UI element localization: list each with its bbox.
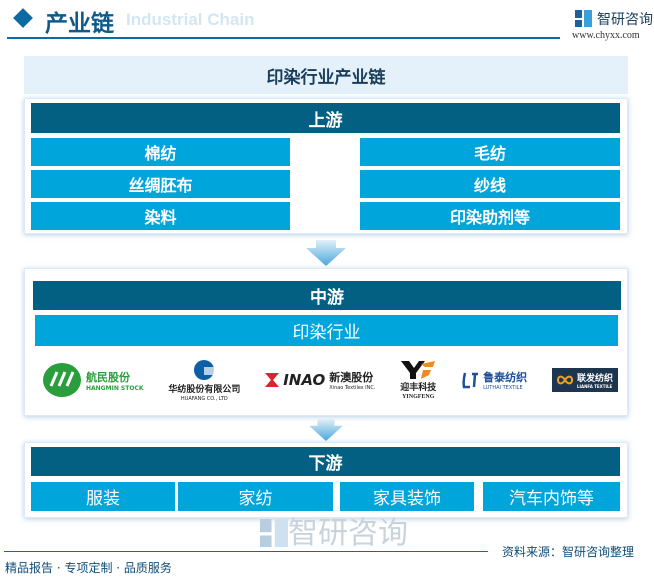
- header-subtitle: Industrial Chain: [126, 10, 255, 29]
- xinao-logo-icon: [265, 373, 280, 387]
- brand-url[interactable]: www.chyxx.com: [572, 30, 640, 41]
- down-arrow-icon: [306, 240, 346, 266]
- company-en: YINGFENG: [402, 393, 435, 400]
- company-en: Xinao Textiles INC.: [329, 385, 376, 391]
- watermark-text: 智研咨询: [288, 516, 408, 551]
- footer-divider: [4, 551, 488, 552]
- company-name: 鲁泰纺织: [483, 371, 528, 384]
- company-logo-yingfeng: 迎丰科技 YINGFENG: [400, 360, 437, 400]
- lianfa-logo-icon: [556, 375, 573, 385]
- downstream-item: 汽车内饰等: [483, 482, 620, 511]
- downstream-item: 家具装饰: [340, 482, 474, 511]
- company-logo-huafang: 华纺股份有限公司 HUAFANG CO., LTD: [168, 359, 240, 402]
- company-en: HANGMIN STOCK: [86, 384, 144, 392]
- midstream-industry: 印染行业: [35, 315, 618, 346]
- luthai-logo-icon: [462, 372, 479, 389]
- upstream-item: 棉纺: [31, 138, 290, 166]
- down-arrow-icon: [309, 419, 343, 441]
- company-name: 联发纺织: [576, 374, 613, 384]
- upstream-item: 毛纺: [360, 138, 620, 166]
- huafang-logo-icon: [194, 359, 216, 380]
- footer-slogan: 精品报告 · 专项定制 · 品质服务: [5, 561, 172, 575]
- page-title: 产业链: [45, 10, 114, 37]
- midstream-header: 中游: [33, 281, 621, 310]
- downstream-header: 下游: [31, 447, 620, 476]
- yingfeng-logo-icon: [401, 360, 436, 379]
- diagram-title: 印染行业产业链: [24, 56, 628, 94]
- company-en: LIANFA TEXTILE: [576, 384, 613, 389]
- downstream-item: 服装: [31, 482, 175, 511]
- brand-name: 智研咨询: [597, 12, 653, 28]
- watermark-logo-icon: [260, 519, 288, 547]
- source-note: 资料来源：智研咨询整理: [502, 545, 635, 559]
- upstream-item: 丝绸胚布: [31, 170, 290, 198]
- company-mark: INAO: [283, 371, 326, 389]
- company-en: HUAFANG CO., LTD: [180, 395, 228, 402]
- title-diamond-icon: [13, 8, 33, 28]
- company-en: LUTHAI TEXTILE: [483, 385, 523, 391]
- company-name: 航民股份: [86, 370, 130, 384]
- hangmin-logo-icon: [43, 363, 81, 397]
- header-divider: [7, 37, 560, 39]
- upstream-header: 上游: [31, 103, 620, 133]
- watermark: 智研咨询: [260, 518, 408, 550]
- upstream-item: 染料: [31, 202, 290, 230]
- company-name: 华纺股份有限公司: [168, 384, 241, 395]
- upstream-item: 纱线: [360, 170, 620, 198]
- company-name: 新澳股份: [329, 371, 374, 384]
- company-name: 迎丰科技: [400, 382, 437, 393]
- downstream-item: 家纺: [178, 482, 333, 511]
- upstream-item: 印染助剂等: [360, 202, 620, 230]
- brand-logo-icon: [575, 10, 592, 27]
